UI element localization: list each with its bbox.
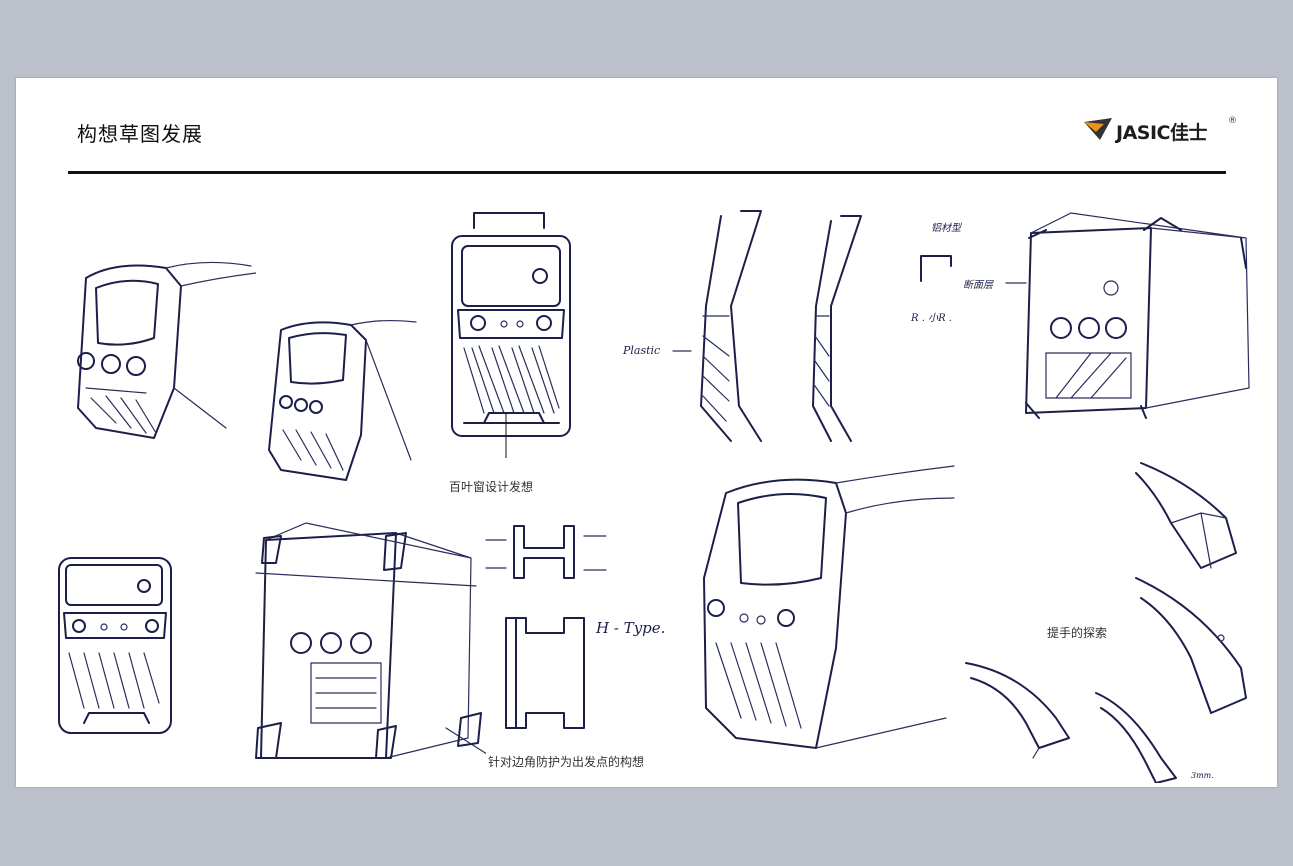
annotation-handle: 提手的探索 — [1047, 626, 1108, 640]
sketch-welder-box-corner: 断面层 — [961, 208, 1261, 443]
sketch-h-type-sections: H - Type. — [476, 518, 676, 733]
handwriting-plastic: Plastic — [622, 344, 660, 357]
sketch-welder-front-small — [54, 553, 179, 743]
jasic-logo-icon — [1084, 118, 1112, 140]
sketch-corner-protection — [236, 518, 486, 778]
sketch-profile-sections: Plastic 铝材型 R . 小R . — [621, 206, 971, 446]
sketch-louver-front — [444, 208, 579, 458]
slide: 构想草图发展 JASIC佳士 ® — [16, 78, 1277, 787]
sketch-handle-explorations: 3mm. — [961, 458, 1261, 783]
brand-name: JASIC佳士 — [1116, 122, 1207, 144]
handwriting-h-type: H - Type. — [595, 619, 665, 637]
annotation-louver: 百叶窗设计发想 — [449, 480, 534, 494]
page-title: 构想草图发展 — [77, 122, 203, 146]
registered-mark: ® — [1228, 116, 1237, 126]
handwriting-dimension: 3mm. — [1191, 771, 1214, 780]
handwriting-radius: R . 小R . — [910, 312, 952, 324]
sketch-welder-angled-2 — [261, 310, 421, 495]
annotation-corner: 针对边角防护为出发点的构想 — [488, 755, 645, 769]
sketch-welder-large — [696, 458, 956, 758]
brand-logo: JASIC佳士 ® — [1082, 114, 1242, 144]
title-divider — [68, 171, 1226, 174]
handwriting-aluminum: 铝材型 — [931, 222, 963, 234]
handwriting-section: 断面层 — [963, 279, 994, 291]
sketch-welder-angled-1 — [56, 238, 256, 453]
